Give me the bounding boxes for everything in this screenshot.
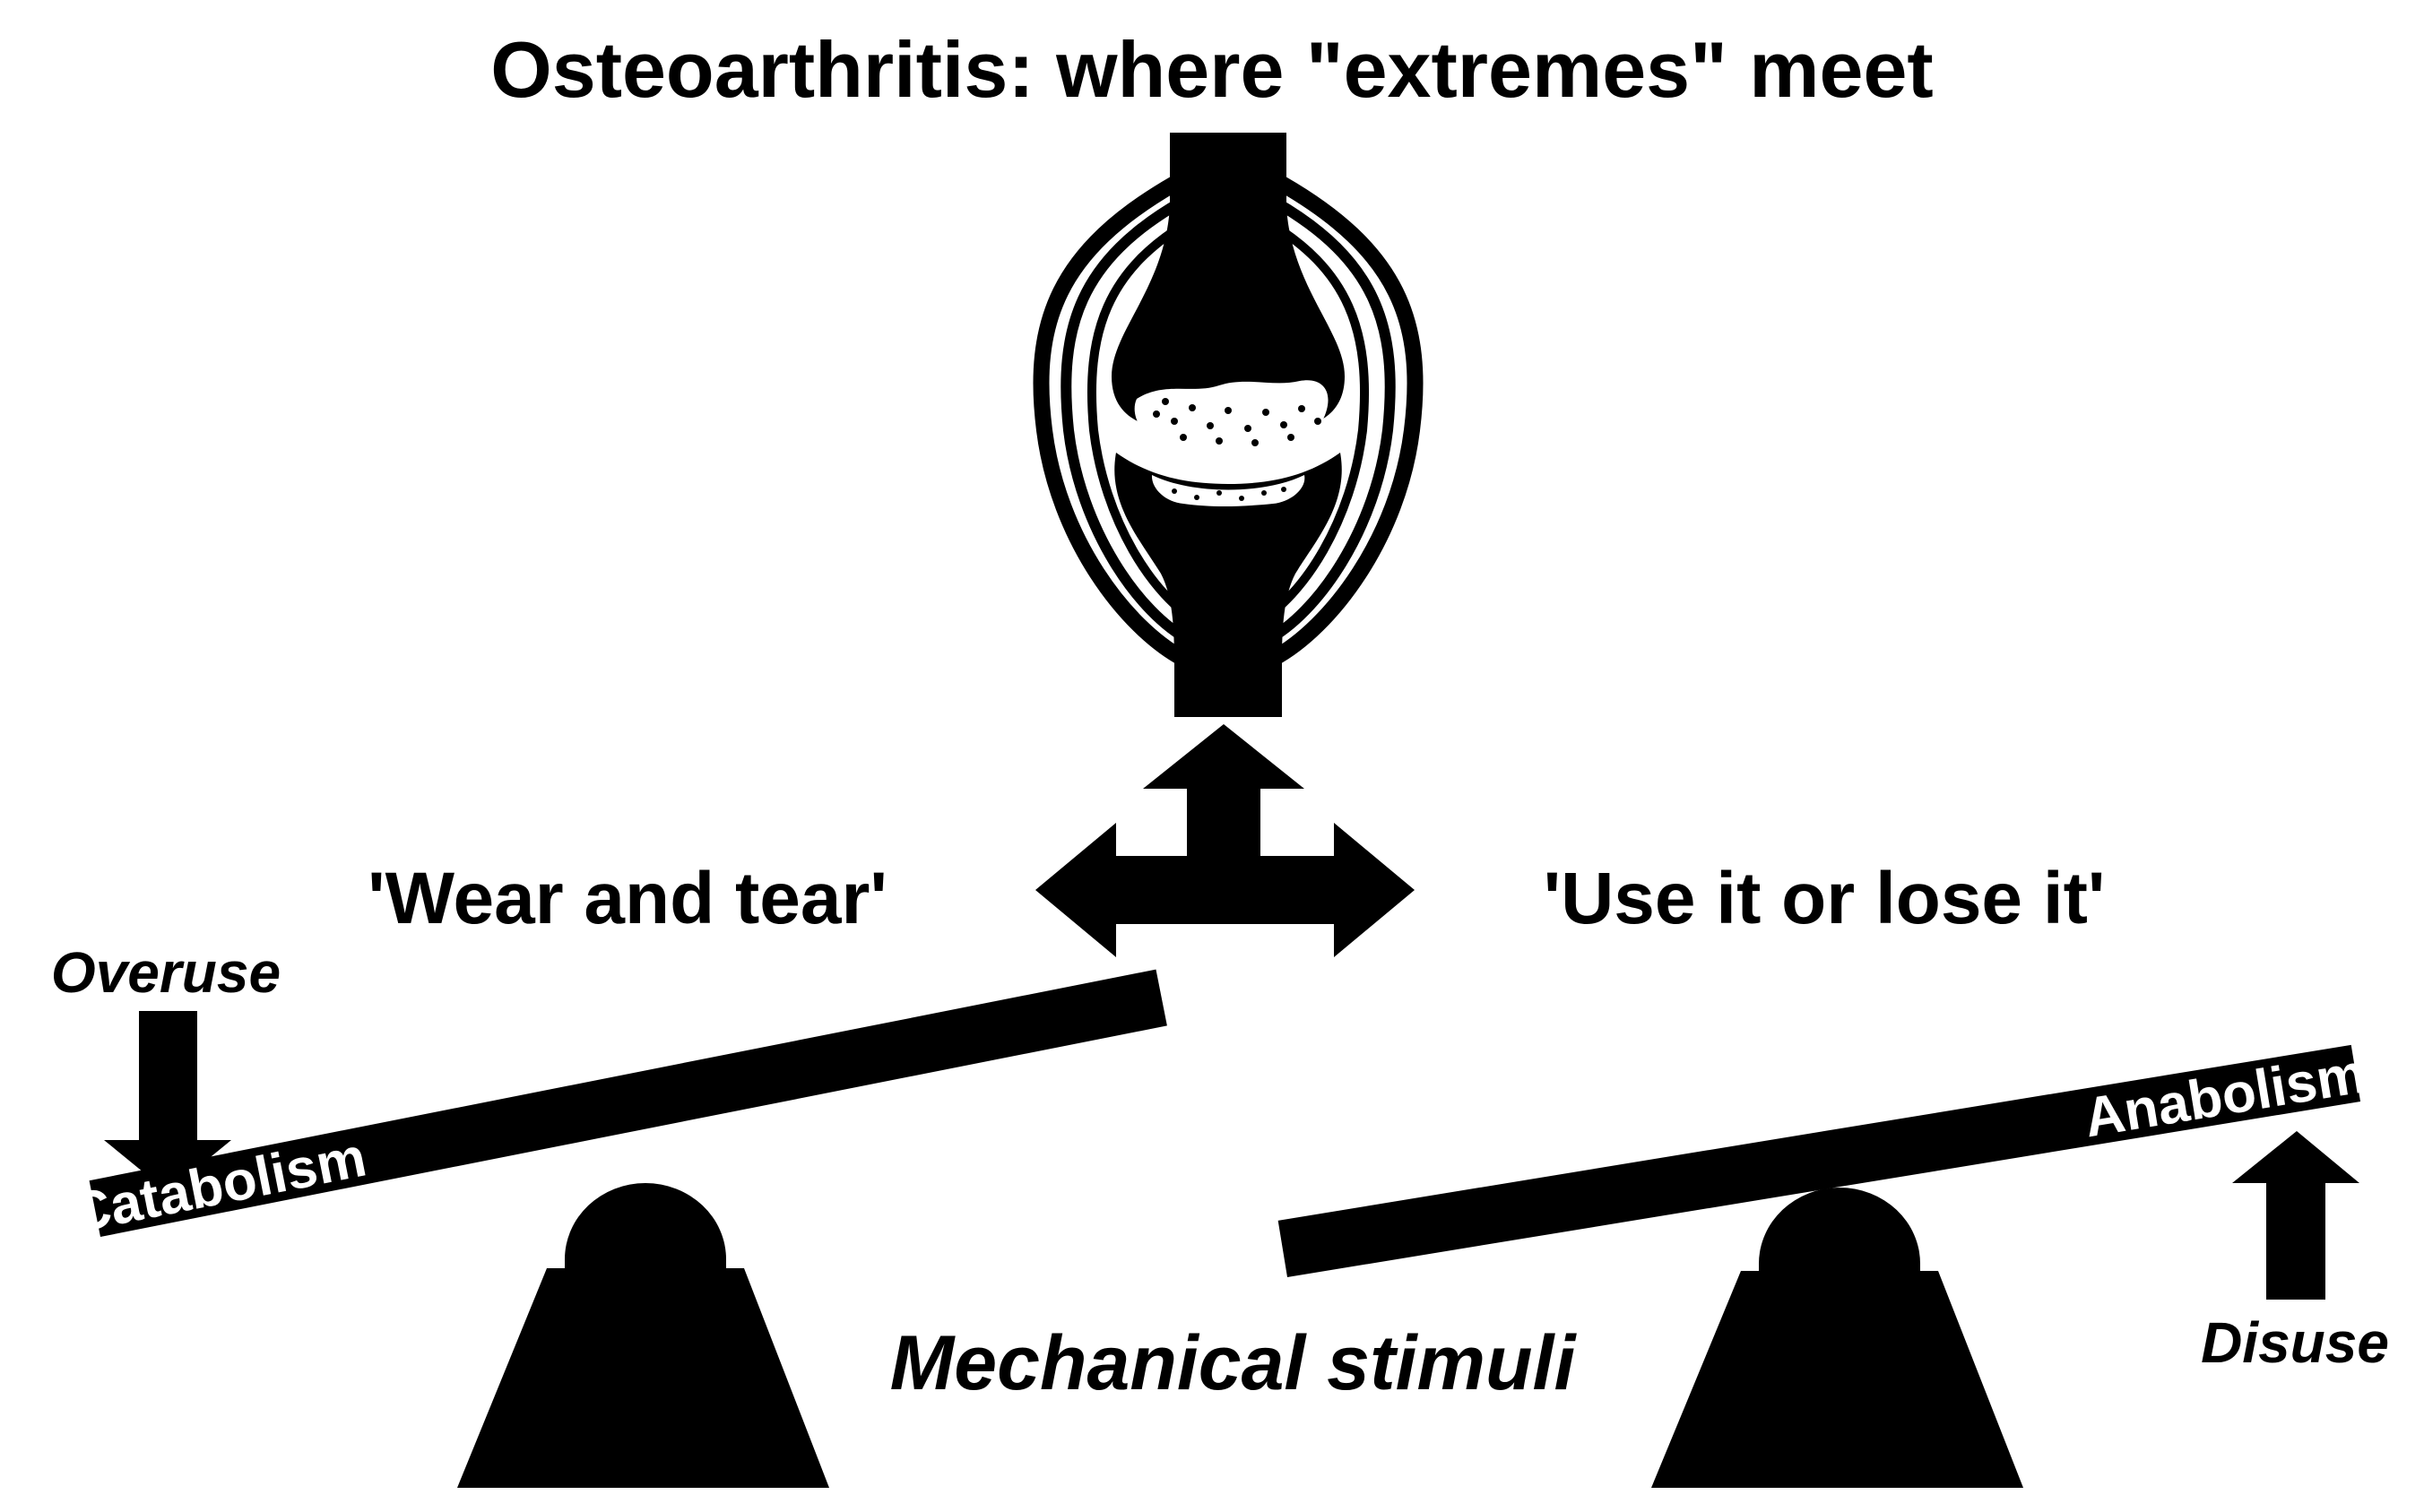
disuse-label: Disuse bbox=[2201, 1310, 2389, 1375]
right-scale: Anabolism Disuse bbox=[1277, 1042, 2389, 1488]
mechanical-stimuli-label: Mechanical stimuli bbox=[890, 1320, 1578, 1406]
arrow-up-icon bbox=[2232, 1131, 2359, 1300]
right-concept-label: 'Use it or lose it' bbox=[1544, 858, 2106, 939]
left-scale: Overuse Catabolism bbox=[51, 940, 1167, 1488]
left-concept-label: 'Wear and tear' bbox=[368, 858, 887, 939]
fulcrum-icon bbox=[1651, 1188, 2023, 1488]
arrow-down-icon bbox=[104, 1011, 231, 1192]
anabolism-label: Anabolism bbox=[2080, 1042, 2370, 1149]
three-way-arrow-icon bbox=[1035, 724, 1415, 957]
fulcrum-icon bbox=[457, 1183, 829, 1488]
diagram-title: Osteoarthritis: where "extremes" meet bbox=[490, 25, 1933, 114]
synovial-joint-icon bbox=[1033, 133, 1424, 717]
overuse-label: Overuse bbox=[51, 940, 281, 1005]
